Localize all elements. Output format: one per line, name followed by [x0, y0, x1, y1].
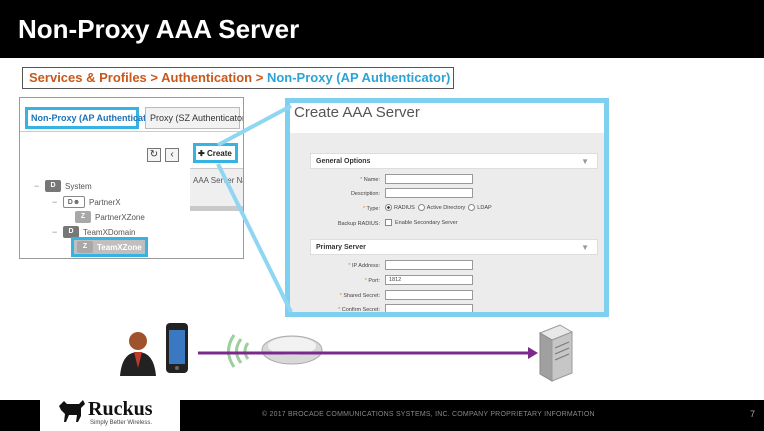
flow-arrow	[198, 347, 538, 359]
description-field[interactable]	[385, 188, 473, 198]
confirm-secret-field[interactable]	[385, 304, 473, 312]
create-button[interactable]: ✚ Create	[193, 143, 238, 163]
dialog-title: Create AAA Server	[294, 104, 420, 121]
radio-radius[interactable]	[385, 204, 392, 211]
zone-badge: Z	[77, 241, 93, 253]
access-point-icon	[261, 335, 323, 365]
tree-item-system[interactable]: − D System	[34, 180, 92, 192]
page-number: 7	[750, 409, 756, 419]
ip-address-field[interactable]	[385, 260, 473, 270]
tab-proxy[interactable]: Proxy (SZ Authenticator)	[145, 107, 243, 129]
dog-logo-icon	[59, 400, 85, 422]
tree-collapse-icon[interactable]: −	[52, 197, 58, 207]
chevron-left-icon: ‹	[170, 149, 174, 160]
user-icon	[120, 332, 156, 376]
refresh-icon: ↻	[149, 149, 159, 160]
tab-non-proxy[interactable]: Non-Proxy (AP Authenticator)	[25, 107, 158, 129]
tree-item-teamxdomain[interactable]: − D TeamXDomain	[52, 226, 135, 238]
domain-badge: D	[63, 226, 79, 238]
backup-radius-row: Enable Secondary Server	[385, 219, 458, 226]
type-radio-group: RADIUS Active Directory LDAP	[382, 204, 492, 211]
name-label: * Name:	[360, 177, 380, 183]
shared-secret-label: * Shared Secret:	[339, 293, 380, 299]
wireless-signal-icon	[227, 334, 250, 368]
radio-ldap-label: LDAP	[477, 204, 492, 211]
name-field[interactable]	[385, 174, 473, 184]
chevron-down-icon[interactable]: ▼	[581, 243, 589, 252]
callout-line-bottom	[216, 163, 293, 313]
section-heading: Primary Server	[316, 244, 366, 251]
copyright-text: © 2017 BROCADE COMMUNICATIONS SYSTEMS, I…	[262, 411, 595, 418]
tree-collapse-icon[interactable]: −	[52, 227, 58, 237]
dialog-body: General Options ▼ * Name: Description: *…	[290, 133, 604, 313]
breadcrumb: Services & Profiles > Authentication > N…	[22, 67, 454, 89]
ip-address-label: * IP Address:	[348, 263, 380, 269]
plus-icon: ✚	[198, 149, 205, 158]
enable-secondary-checkbox[interactable]	[385, 219, 392, 226]
section-heading: General Options	[316, 158, 371, 165]
description-label: Description:	[350, 191, 380, 197]
chevron-down-icon[interactable]: ▼	[581, 157, 589, 166]
enable-secondary-label: Enable Secondary Server	[395, 219, 458, 226]
tree-item-partnerx[interactable]: − D☻ PartnerX	[52, 196, 121, 208]
create-label: Create	[206, 149, 232, 158]
section-general-options[interactable]: General Options ▼	[310, 153, 598, 169]
ruckus-logo: Ruckus	[88, 398, 153, 420]
auth-list-panel: Non-Proxy (AP Authenticator) Proxy (SZ A…	[19, 97, 244, 259]
collapse-button[interactable]: ‹	[165, 148, 179, 162]
radio-ldap[interactable]	[468, 204, 476, 211]
refresh-button[interactable]: ↻	[147, 148, 161, 162]
tree-collapse-icon[interactable]: −	[34, 181, 40, 191]
tree-item-label: TeamXZone	[97, 242, 142, 252]
smartphone-icon	[166, 323, 188, 373]
backup-radius-label: Backup RADIUS:	[337, 221, 380, 227]
radio-active-directory-label: Active Directory	[426, 204, 466, 211]
breadcrumb-path: Services & Profiles > Authentication >	[29, 70, 267, 85]
grid-scrollbar[interactable]	[190, 206, 243, 211]
port-label: * Port:	[364, 278, 380, 284]
logo-tagline: Simply Better Wireless.	[90, 420, 153, 426]
create-aaa-server-dialog: Create AAA Server General Options ▼ * Na…	[285, 98, 609, 317]
radio-radius-label: RADIUS	[394, 204, 415, 211]
shared-secret-field[interactable]	[385, 290, 473, 300]
user-small-icon: ☻	[72, 199, 81, 206]
section-primary-server[interactable]: Primary Server ▼	[310, 239, 598, 255]
callout-line-top	[217, 104, 292, 147]
tree-item-label: System	[65, 181, 92, 191]
radio-active-directory[interactable]	[417, 204, 425, 211]
confirm-secret-label: * Confirm Secret:	[338, 307, 380, 313]
tree-item-label: PartnerXZone	[95, 212, 145, 222]
zone-badge: Z	[75, 211, 91, 223]
tree-item-partnerxzone[interactable]: Z PartnerXZone	[75, 211, 145, 223]
tab-divider	[20, 131, 243, 132]
slide-title-bar: Non-Proxy AAA Server	[0, 0, 764, 58]
domain-badge: D	[45, 180, 61, 192]
tree-item-label: TeamXDomain	[83, 227, 136, 237]
breadcrumb-current: Non-Proxy (AP Authenticator)	[266, 70, 451, 85]
port-field[interactable]: 1812	[385, 275, 473, 285]
type-label: * Type:	[362, 206, 380, 212]
server-icon	[538, 324, 574, 382]
slide-title: Non-Proxy AAA Server	[18, 14, 300, 44]
tree-item-teamxzone[interactable]: Z TeamXZone	[71, 237, 148, 257]
partner-domain-badge: D☻	[63, 196, 85, 208]
tree-item-label: PartnerX	[89, 197, 121, 207]
